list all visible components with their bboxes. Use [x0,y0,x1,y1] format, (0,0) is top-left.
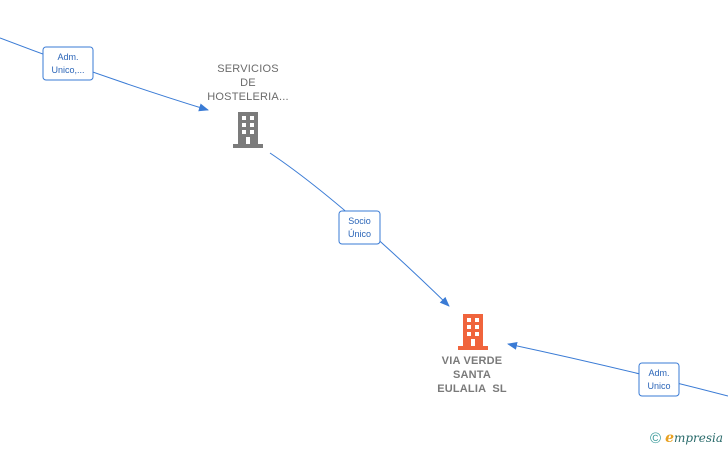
copyright-icon: © [650,429,662,447]
node-label-line: VIA VERDE [441,355,503,367]
edge-adm-unico-right [507,341,728,397]
edge-label-line: Adm. [648,368,669,378]
building-icon[interactable] [232,112,264,148]
node-label-servicios[interactable]: SERVICIOS DE HOSTELERIA... [196,62,300,104]
node-label-via-verde[interactable]: VIA VERDE SANTA EULALIA SL [418,354,526,396]
edge-label-line: Socio [348,216,371,226]
brand-watermark: © empresia [650,428,723,448]
brand-rest: mpresia [673,431,724,445]
edge-label-line: Adm. [57,52,78,62]
edge-label-adm-unico-top[interactable]: Adm. Unico,... [42,46,94,81]
node-label-line: DE [240,77,256,89]
node-label-line: SANTA [452,369,492,381]
edge-label-line: Único [348,229,371,239]
node-label-line: HOSTELERIA... [207,91,289,103]
edge-label-socio-unico[interactable]: Socio Único [338,210,381,245]
node-label-line: SERVICIOS [217,63,279,75]
edge-label-line: Unico [647,381,670,391]
brand-logo: empresia [665,430,723,446]
building-icon[interactable] [457,314,489,350]
edge-label-adm-unico-right[interactable]: Adm. Unico [638,362,680,397]
edge-adm-unico-top [0,37,209,112]
edge-label-line: Unico,... [51,65,84,75]
brand-initial: e [665,430,674,446]
node-label-line: EULALIA SL [437,383,507,395]
